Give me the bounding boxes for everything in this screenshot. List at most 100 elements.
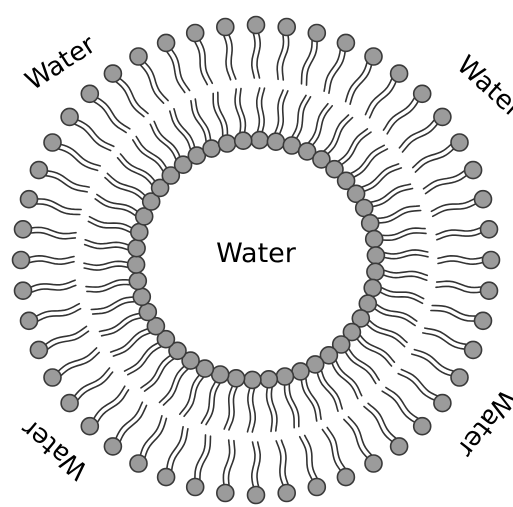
outer-lipid-head <box>465 341 482 358</box>
outer-lipid-head <box>414 85 431 102</box>
outer-lipid-head <box>61 108 78 125</box>
outer-lipid-head <box>158 469 175 486</box>
inner-lipid-head <box>276 368 293 385</box>
inner-lipid-tail <box>252 389 255 433</box>
inner-lipid-tail <box>322 371 343 409</box>
inner-lipid-head <box>244 371 261 388</box>
outer-lipid-tail <box>229 35 236 79</box>
outer-lipid-tail <box>433 204 476 216</box>
inner-lipid-tail <box>384 270 427 275</box>
inner-lipid-tail <box>380 292 422 303</box>
outer-lipid-head <box>187 25 204 42</box>
outer-lipid-tail <box>37 304 80 316</box>
outer-lipid-tail <box>436 228 480 235</box>
outer-lipid-tail <box>48 171 89 187</box>
outer-lipid-tail <box>167 52 185 93</box>
outer-lipid-head <box>391 438 408 455</box>
inner-lipid-tail <box>145 359 174 391</box>
inner-lipid-head <box>366 231 383 248</box>
outer-lipid-tail <box>257 442 260 487</box>
outer-lipid-head <box>187 479 204 496</box>
inner-lipid-head <box>133 288 150 305</box>
outer-lipid-head <box>81 418 98 435</box>
inner-lipid-tail <box>257 88 260 132</box>
outer-lipid-head <box>21 312 38 329</box>
inner-lipid-head <box>131 224 148 241</box>
outer-lipid-tail <box>75 124 111 150</box>
inner-lipid-head <box>260 371 277 388</box>
center-water-label: Water <box>216 238 297 269</box>
inner-lipid-tail <box>164 369 189 405</box>
outer-lipid-head <box>481 221 498 238</box>
outer-lipid-head <box>81 85 98 102</box>
outer-lipid-tail <box>401 370 437 396</box>
outer-lipid-head <box>61 395 78 412</box>
outer-lipid-head <box>365 48 382 65</box>
outer-lipid-head <box>248 487 265 504</box>
inner-lipid-head <box>212 366 229 383</box>
outer-lipid-head <box>308 479 325 496</box>
inner-lipid-head <box>128 256 145 273</box>
outer-lipid-head <box>44 369 61 386</box>
inner-lipid-tail <box>87 285 130 292</box>
top-right-water-label: Water <box>451 50 513 124</box>
inner-lipid-tail <box>84 261 128 265</box>
outer-lipid-tail <box>346 63 367 102</box>
inner-lipid-tail <box>128 347 161 375</box>
inner-lipid-tail <box>351 145 384 173</box>
outer-lipid-tail <box>399 120 434 148</box>
inner-lipid-tail <box>349 349 379 380</box>
outer-lipid-head <box>104 438 121 455</box>
inner-lipid-head <box>367 263 384 280</box>
inner-lipid-head <box>267 133 284 150</box>
outer-lipid-tail <box>257 34 260 79</box>
outer-lipid-tail <box>252 442 255 487</box>
inner-lipid-tail <box>118 158 152 185</box>
outer-lipid-head <box>248 17 265 34</box>
outer-lipid-tail <box>78 372 113 400</box>
outer-lipid-tail <box>327 428 345 469</box>
outer-lipid-head <box>434 108 451 125</box>
outer-lipid-head <box>30 341 47 358</box>
outer-lipid-tail <box>224 36 231 80</box>
inner-lipid-tail <box>86 280 129 287</box>
outer-lipid-head <box>278 485 295 502</box>
outer-lipid-tail <box>438 261 483 264</box>
inner-lipid-tail <box>262 88 265 131</box>
outer-lipid-head <box>217 19 234 36</box>
inner-lipid-tail <box>301 380 316 421</box>
inner-lipid-tail <box>133 140 163 171</box>
outer-lipid-tail <box>30 256 75 259</box>
outer-lipid-tail <box>167 427 183 469</box>
inner-lipid-head <box>362 215 379 232</box>
inner-lipid-tail <box>102 318 142 336</box>
outer-lipid-head <box>475 312 492 329</box>
inner-lipid-tail <box>85 240 128 245</box>
outer-lipid-head <box>15 221 32 238</box>
outer-lipid-head <box>217 485 234 502</box>
inner-lipid-tail <box>170 111 191 149</box>
inner-lipid-tail <box>360 335 394 362</box>
outer-lipid-tail <box>281 440 288 484</box>
outer-lipid-tail <box>98 390 129 422</box>
outer-lipid-tail <box>300 437 312 480</box>
outer-lipid-tail <box>48 331 89 349</box>
outer-lipid-tail <box>384 98 415 130</box>
outer-lipid-tail <box>32 285 76 292</box>
outer-lipid-head <box>337 469 354 486</box>
outer-lipid-head <box>434 395 451 412</box>
outer-lipid-head <box>278 19 295 36</box>
bottom-right-water-label: Water <box>451 383 513 462</box>
inner-lipid-head <box>283 137 300 154</box>
inner-lipid-tail <box>371 184 411 202</box>
inner-lipid-tail <box>206 383 220 424</box>
outer-lipid-head <box>414 418 431 435</box>
outer-lipid-head <box>308 25 325 42</box>
outer-lipid-tail <box>59 149 98 170</box>
inner-lipid-tail <box>195 99 210 140</box>
outer-lipid-head <box>337 34 354 51</box>
outer-lipid-tail <box>200 41 212 84</box>
inner-lipid-tail <box>324 115 349 151</box>
inner-lipid-head <box>251 132 268 149</box>
